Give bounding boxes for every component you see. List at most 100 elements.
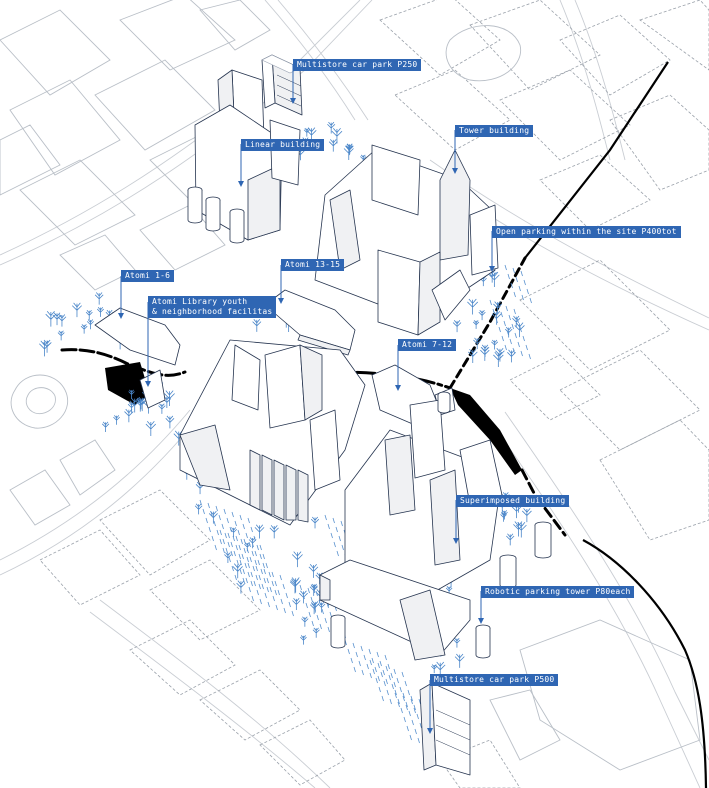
- tree-icon: [124, 408, 134, 423]
- parking-stall: [405, 701, 408, 708]
- parking-stall: [262, 562, 265, 569]
- tree-icon: [236, 580, 246, 594]
- tree-icon: [327, 121, 336, 134]
- parking-stall: [254, 559, 257, 566]
- tree-icon: [308, 564, 319, 578]
- tree-icon: [80, 324, 88, 334]
- parking-stall: [210, 511, 213, 518]
- lower-right-cluster: [319, 399, 503, 661]
- parking-stall: [199, 499, 202, 506]
- parking-stall: [498, 326, 501, 333]
- parking-stall: [497, 302, 500, 309]
- parking-stall: [406, 725, 409, 732]
- parking-stall: [308, 611, 311, 618]
- parking-stall: [418, 698, 421, 705]
- parking-stall: [363, 654, 366, 661]
- parking-stall: [248, 586, 251, 593]
- parking-stall: [255, 565, 258, 572]
- tree-icon: [298, 590, 308, 604]
- parking-stall: [218, 514, 221, 521]
- parking-stall: [257, 559, 260, 566]
- parking-stall: [246, 547, 249, 554]
- tree-icon: [291, 551, 303, 568]
- parking-stall: [404, 680, 407, 687]
- parking-stall: [512, 347, 515, 354]
- tree-icon: [129, 397, 140, 413]
- parking-stall: [239, 568, 242, 575]
- parking-stall: [414, 728, 417, 735]
- parking-stall: [238, 553, 241, 560]
- central-block: [179, 339, 366, 526]
- buildings: [94, 54, 552, 776]
- parking-stall: [256, 589, 259, 596]
- tree-icon: [310, 516, 320, 529]
- parking-stall: [329, 611, 332, 618]
- parking-stall: [335, 526, 338, 533]
- tree-icon: [230, 527, 238, 537]
- parking-stall: [215, 505, 218, 512]
- parking-stall: [241, 553, 244, 560]
- tree-icon: [128, 389, 135, 399]
- parking-stall: [310, 596, 313, 603]
- parking-stall: [528, 353, 531, 360]
- parking-stall: [219, 529, 222, 536]
- parking-stall: [318, 599, 321, 606]
- parking-stall: [302, 593, 305, 600]
- parking-stall: [250, 526, 253, 533]
- parking-stall: [207, 502, 210, 509]
- parking-stall: [239, 514, 242, 521]
- parking-stall: [523, 279, 526, 286]
- parking-stall: [231, 511, 234, 518]
- parking-stall: [253, 535, 256, 542]
- parking-stall: [378, 686, 381, 693]
- parking-stall: [254, 550, 257, 557]
- parking-stall: [332, 517, 335, 524]
- tree-icon: [328, 139, 338, 152]
- parking-stall: [256, 544, 259, 551]
- parking-stall: [247, 571, 250, 578]
- parking-stall: [251, 541, 254, 548]
- parking-stall: [238, 544, 241, 551]
- parking-stall: [243, 547, 246, 554]
- parking-stall: [517, 341, 520, 348]
- tree-icon: [52, 312, 62, 326]
- parking-stall: [263, 568, 266, 575]
- parking-stall: [372, 668, 375, 675]
- parking-stall: [321, 608, 324, 615]
- parking-stall: [388, 674, 391, 681]
- parking-stall: [263, 577, 266, 584]
- tree-icon: [127, 401, 136, 413]
- tree-icon: [491, 339, 499, 350]
- parking-stall: [250, 571, 253, 578]
- parking-stall: [230, 550, 233, 557]
- parking-stall: [223, 508, 226, 515]
- tree-icon: [331, 128, 343, 144]
- multistore-car-park-p500: [419, 682, 471, 776]
- parking-stall: [397, 701, 400, 708]
- tree-icon: [101, 421, 110, 433]
- parking-stall: [403, 716, 406, 723]
- tree-icon: [467, 348, 478, 363]
- tree-icon: [311, 601, 320, 613]
- label-tower-building: Tower building: [455, 125, 534, 137]
- tree-icon: [504, 326, 513, 338]
- tree-icon: [478, 309, 486, 321]
- tree-icon: [113, 415, 120, 425]
- parking-stall: [358, 660, 361, 667]
- parking-stall: [261, 583, 264, 590]
- parking-stall: [341, 544, 344, 551]
- parking-stall: [394, 689, 397, 696]
- parking-stall: [384, 654, 387, 661]
- tree-icon: [521, 508, 532, 523]
- parking-stall: [235, 535, 238, 542]
- tree-icon: [491, 310, 502, 325]
- railway-line: [60, 61, 708, 788]
- parking-stall: [401, 671, 404, 678]
- label-multistore-car-park-p250: Multistore car park P250: [293, 59, 422, 71]
- parking-stall: [411, 719, 414, 726]
- parking-stall: [353, 666, 356, 673]
- tree-icon: [317, 601, 326, 613]
- tree-icon: [467, 298, 479, 315]
- parking-stall: [501, 335, 504, 342]
